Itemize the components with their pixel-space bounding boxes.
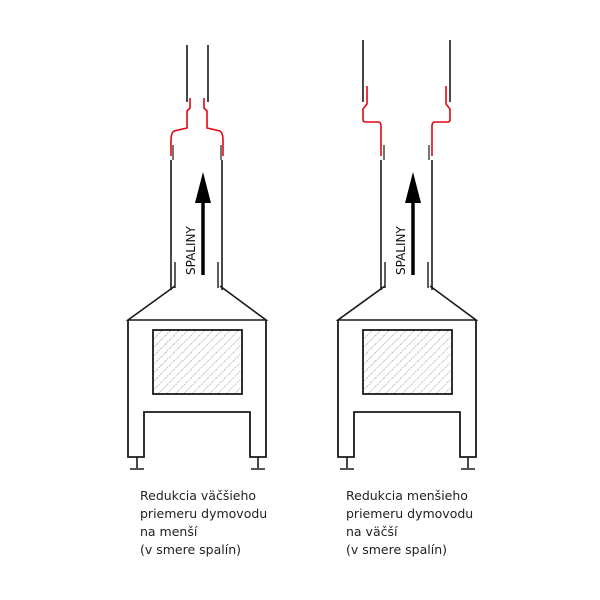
caption-line: Redukcia väčšieho — [140, 488, 257, 503]
caption-right: Redukcia menšieho priemeru dymovodu na v… — [346, 487, 473, 559]
caption-left: Redukcia väčšieho priemeru dymovodu na m… — [140, 487, 267, 559]
caption-line: Redukcia menšieho — [346, 488, 468, 503]
stove-left — [126, 45, 268, 471]
caption-line: (v smere spalín) — [140, 542, 242, 557]
flue-pipe-left-narrow — [186, 45, 209, 102]
caption-line: priemeru dymovodu — [140, 506, 268, 521]
stove-right — [336, 158, 478, 471]
flow-label-left: SPALINY — [184, 226, 198, 275]
reducer-adapter-right — [362, 86, 451, 156]
caption-line: na menší — [140, 524, 198, 539]
caption-line: (v smere spalín) — [346, 542, 448, 557]
caption-line: na väčší — [346, 524, 398, 539]
flue-pipe-right-wide — [362, 40, 451, 102]
caption-line: priemeru dymovodu — [346, 506, 474, 521]
reducer-adapter-left — [170, 98, 224, 156]
flow-label-right: SPALINY — [394, 226, 408, 275]
